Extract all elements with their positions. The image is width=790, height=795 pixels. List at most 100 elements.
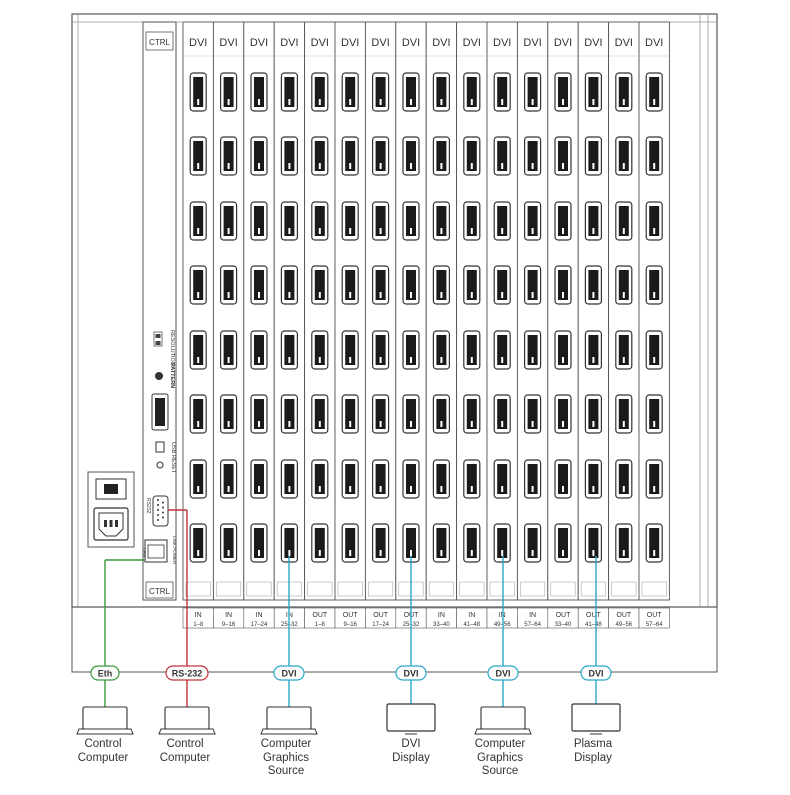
dvi-port-pins <box>436 270 447 300</box>
dvi-port-key <box>622 357 625 363</box>
dvi-port-key <box>440 550 443 556</box>
dvi-port-key <box>470 292 473 298</box>
connection-tag <box>90 665 120 681</box>
dvi-port-pins <box>618 206 629 236</box>
dvi-port-key <box>440 421 443 427</box>
dvi-port-key <box>349 292 352 298</box>
dvi-port-pins <box>466 528 477 558</box>
dvi-port-key <box>197 292 200 298</box>
dvi-port-key <box>653 99 656 105</box>
dvi-port-key <box>653 228 656 234</box>
dvi-port-pins <box>375 77 386 107</box>
dvi-port-pins <box>466 399 477 429</box>
dvi-port-key <box>227 357 230 363</box>
power-inlet-pin <box>109 520 113 527</box>
pattern-button <box>155 372 163 380</box>
dvi-port-pins <box>527 206 538 236</box>
port-direction-label: IN <box>438 612 445 619</box>
port-direction-label: IN <box>195 612 202 619</box>
connection-tag-label: DVI <box>403 669 418 679</box>
dvi-card-label: DVI <box>280 37 298 49</box>
ethernet-port-inner <box>147 544 165 559</box>
dvi-port-pins <box>193 335 204 365</box>
dvi-port-key <box>562 486 564 492</box>
dvi-port-pins <box>254 399 264 429</box>
dvi-port-key <box>470 550 473 556</box>
dvi-port-key <box>501 228 504 234</box>
dvi-port-key <box>653 486 656 492</box>
card-bottom-plate <box>550 581 576 597</box>
laptop-icon <box>82 706 128 730</box>
dvi-port-key <box>531 550 534 556</box>
dvi-port-key <box>501 486 504 492</box>
resolution-label: RESOLUTION <box>169 330 175 366</box>
dvi-port-pins <box>527 335 538 365</box>
dvi-card-label: DVI <box>311 37 329 49</box>
port-label-box <box>638 607 670 629</box>
dvi-port-key <box>592 228 595 234</box>
dvi-port-key <box>440 357 443 363</box>
dvi-port-pins <box>284 270 295 300</box>
ctrl-label-bottom: CTRL <box>149 587 170 596</box>
dvi-port-key <box>318 550 321 556</box>
rs232-pin <box>157 509 159 511</box>
connection-tag <box>487 665 519 681</box>
dvi-port-key <box>592 357 595 363</box>
power-switch-rocker <box>104 484 118 494</box>
dvi-port-key <box>501 99 504 105</box>
dvi-port-pins <box>284 399 295 429</box>
port-direction-label: OUT <box>556 612 572 619</box>
dvi-port-key <box>470 99 473 105</box>
card-bottom-plate <box>611 581 637 597</box>
dvi-port-key <box>349 421 352 427</box>
device-label-graphics-source-1: Computer Graphics Source <box>260 738 312 777</box>
laptop-base <box>76 728 134 735</box>
dvi-card <box>638 21 670 601</box>
dvi-port-key <box>349 163 352 169</box>
dvi-port-pins <box>193 77 204 107</box>
dvi-port-pins <box>436 335 447 365</box>
dvi-port-key <box>592 421 595 427</box>
dvi-port-pins <box>558 399 568 429</box>
card-bottom-plate <box>459 581 485 597</box>
rs232-pin <box>162 511 164 514</box>
dvi-port-pins <box>558 141 568 171</box>
dvi-port-pins <box>497 399 508 429</box>
rack-base <box>71 606 718 673</box>
dvi-port-pins <box>618 141 629 171</box>
port-range-label: 17–24 <box>372 622 389 628</box>
dvi-port-key <box>622 486 625 492</box>
dvi-port-key <box>379 357 382 363</box>
dvi-port-pins <box>497 270 508 300</box>
dvi-port-pins <box>223 464 234 494</box>
card-bottom-plate <box>489 581 515 597</box>
dvi-card <box>182 21 214 601</box>
dvi-port-key <box>379 550 382 556</box>
dvi-port-key <box>410 292 412 298</box>
dvi-port-pins <box>527 270 538 300</box>
dvi-port-pins <box>406 206 416 236</box>
dvi-port-pins <box>618 399 629 429</box>
dvi-port-pins <box>254 270 264 300</box>
dvi-port-pins <box>558 335 568 365</box>
dvi-port-key <box>622 163 625 169</box>
dvi-port-key <box>288 486 291 492</box>
dvi-port-key <box>288 357 291 363</box>
dvi-card-label: DVI <box>341 37 359 49</box>
dvi-port-pins <box>375 464 386 494</box>
dvi-port-key <box>622 550 625 556</box>
port-direction-label: OUT <box>343 612 359 619</box>
dvi-port-pins <box>649 270 660 300</box>
dvi-port-key <box>227 550 230 556</box>
dvi-card <box>212 21 245 601</box>
dip-switch-lever-1 <box>155 334 161 338</box>
dvi-port-pins <box>588 464 599 494</box>
dvi-port-key <box>562 357 564 363</box>
control-dvi-port-inner <box>155 398 165 426</box>
connection-tag-label: DVI <box>588 669 603 679</box>
dvi-port-key <box>410 228 412 234</box>
reset-label: RESET <box>170 455 176 474</box>
port-range-label: 1–8 <box>315 622 326 628</box>
dvi-port-key <box>622 421 625 427</box>
dvi-port-pins <box>618 270 629 300</box>
